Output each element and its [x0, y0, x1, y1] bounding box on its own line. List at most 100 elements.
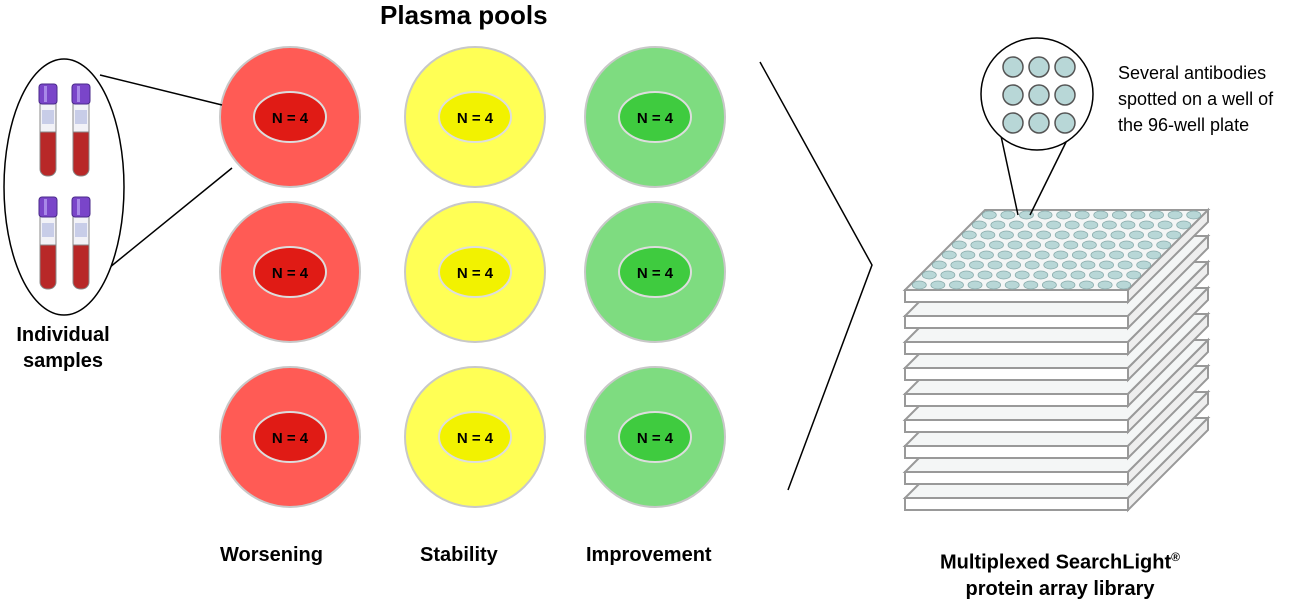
plate-well — [1119, 240, 1134, 250]
pool-count-label: N = 4 — [272, 110, 309, 127]
plate-well — [1033, 270, 1049, 280]
pool-inner-ellipse — [253, 91, 327, 143]
antibody-spot — [1054, 56, 1076, 78]
plate-well — [1053, 250, 1069, 260]
plate-well — [1097, 280, 1113, 290]
pool-inner-ellipse — [438, 91, 512, 143]
column-label-stability: Stability — [420, 544, 498, 566]
plate-well — [1100, 240, 1116, 250]
blood-tube-icon — [71, 83, 91, 177]
pool-count-label: N = 4 — [272, 265, 309, 282]
antibody-spot — [1054, 84, 1076, 106]
plate-well — [1004, 280, 1020, 290]
plate-well — [967, 280, 983, 290]
blood-tube-icon — [38, 83, 58, 177]
plate-well — [1099, 260, 1114, 270]
pool-inner-ellipse — [253, 411, 327, 463]
plate-well — [961, 230, 977, 240]
plasma-pool-grid: N = 4N = 4N = 4N = 4N = 4N = 4N = 4N = 4… — [219, 46, 726, 508]
plate-well — [1129, 230, 1144, 240]
well-callout-text: Several antibodies spotted on a well of … — [1118, 60, 1273, 138]
plate-well — [921, 270, 937, 280]
plate-well — [1063, 240, 1079, 250]
blood-tube-icon — [38, 196, 58, 290]
pool-circle: N = 4 — [584, 366, 726, 508]
pool-inner-ellipse — [618, 91, 692, 143]
plate-well — [989, 240, 1004, 250]
plate-well — [1056, 210, 1072, 220]
plate-well — [1079, 280, 1094, 290]
pool-inner-ellipse — [618, 246, 692, 298]
plate-well — [979, 250, 994, 260]
plate-well — [1109, 250, 1124, 260]
well-callout-line1: Several antibodies — [1118, 63, 1267, 83]
plate-well — [1093, 210, 1109, 220]
blood-tubes — [38, 83, 91, 290]
plate-well — [950, 260, 966, 270]
plate-well — [1157, 220, 1173, 230]
plate-well — [1111, 210, 1127, 220]
plate-well — [1176, 220, 1192, 230]
registered-mark: ® — [1171, 550, 1180, 564]
plate-well — [1107, 270, 1123, 280]
plate-well — [1000, 210, 1016, 220]
plate-well — [1044, 240, 1060, 250]
plate-well — [930, 280, 946, 290]
column-label-improvement: Improvement — [586, 544, 712, 566]
plate-well — [1023, 280, 1039, 290]
plate-well — [1036, 230, 1052, 240]
plate-well — [1080, 260, 1096, 270]
plate-well — [1074, 210, 1090, 220]
pool-inner-ellipse — [253, 246, 327, 298]
plate-well — [1126, 270, 1142, 280]
plate-well — [1147, 230, 1163, 240]
blood-tube-icon — [71, 196, 91, 290]
pool-count-label: N = 4 — [637, 430, 674, 447]
plate-well — [1019, 210, 1034, 220]
pool-circle: N = 4 — [404, 201, 546, 343]
pool-count-label: N = 4 — [457, 430, 494, 447]
plate-well — [1026, 240, 1042, 250]
column-label-worsening: Worsening — [220, 544, 323, 566]
well-callout-line2: spotted on a well of — [1118, 89, 1274, 109]
pool-inner-ellipse — [438, 411, 512, 463]
antibody-spot — [1002, 112, 1024, 134]
plate-well — [911, 280, 927, 290]
individual-samples-label: Individual samples — [8, 322, 118, 374]
plate-well — [999, 230, 1014, 240]
pool-circle: N = 4 — [404, 46, 546, 188]
plate-well — [970, 240, 986, 250]
array-label-line2: protein array library — [965, 577, 1155, 600]
plate-well — [1186, 210, 1202, 220]
pool-circle: N = 4 — [219, 46, 361, 188]
pool-count-label: N = 4 — [457, 265, 494, 282]
plate-well — [1027, 220, 1043, 230]
page-title: Plasma pools — [380, 0, 548, 30]
callout-line-right — [1029, 129, 1073, 216]
plate-well — [1007, 240, 1023, 250]
plate-well — [1054, 230, 1070, 240]
plate-well — [1014, 270, 1030, 280]
zoom-line-bottom — [103, 167, 233, 273]
plate-well — [990, 220, 1006, 230]
pool-inner-ellipse — [438, 246, 512, 298]
plate-well — [1083, 220, 1099, 230]
plate-well — [1089, 270, 1104, 280]
plate-well — [949, 280, 964, 290]
well-callout-line3: the 96-well plate — [1118, 115, 1250, 135]
individual-samples-ellipse — [3, 58, 125, 316]
pool-count-label: N = 4 — [637, 265, 674, 282]
antibody-spot — [1002, 56, 1024, 78]
pool-circle: N = 4 — [584, 201, 726, 343]
arrow-chevron — [759, 61, 873, 491]
plate-well — [971, 220, 987, 230]
plate-well — [1101, 220, 1117, 230]
plate-well — [1037, 210, 1053, 220]
plate-well — [931, 260, 947, 270]
pool-inner-ellipse — [618, 411, 692, 463]
plate-well — [986, 280, 1002, 290]
plate-well — [1064, 220, 1080, 230]
plate-well — [1110, 230, 1126, 240]
array-label-line1: Multiplexed SearchLight® — [880, 544, 1240, 576]
